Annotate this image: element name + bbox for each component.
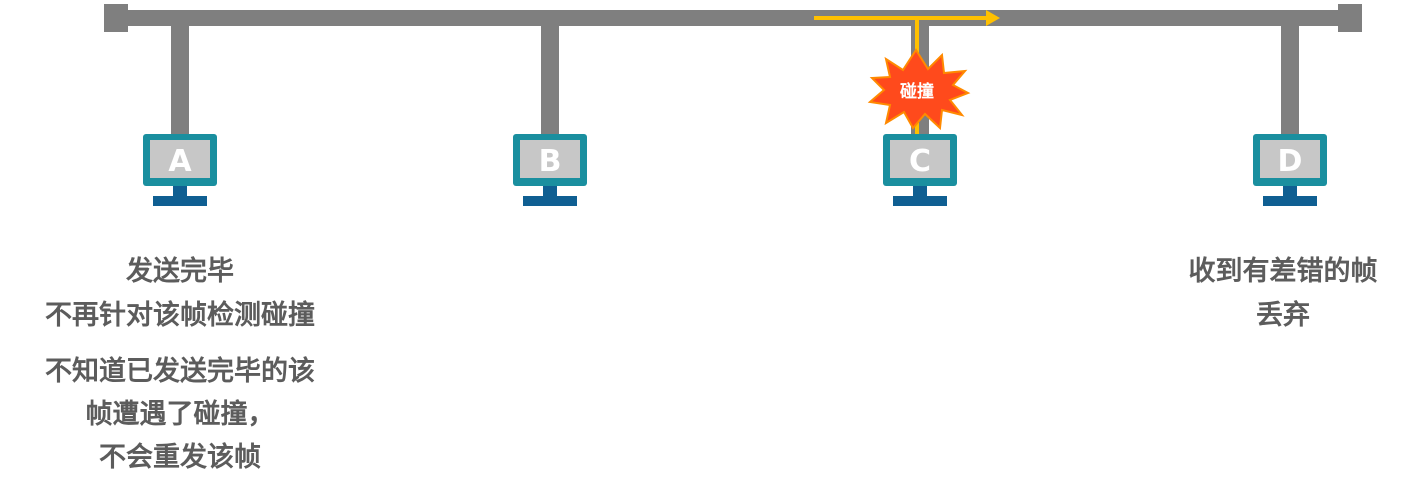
host-c-label: C (909, 144, 931, 179)
caption-line: 不知道已发送完毕的该 (45, 356, 315, 387)
collision-burst: 碰撞 (867, 48, 971, 131)
caption-line: 帧遭遇了碰撞， (85, 399, 275, 430)
host-d-computer-icon: D (1253, 134, 1327, 206)
drop-cable-a (171, 26, 189, 134)
drop-cable-b (541, 26, 559, 134)
host-a-computer-icon: A (143, 134, 217, 206)
caption-line: 不再针对该帧检测碰撞 (45, 300, 315, 331)
host-b-computer-icon: B (513, 134, 587, 206)
caption-line: 收到有差错的帧 (1188, 256, 1378, 287)
bus-terminator-left (104, 4, 128, 32)
host-a-done-caption: 发送完毕 不再针对该帧检测碰撞 (0, 258, 360, 329)
host-b-label: B (539, 144, 562, 179)
bus-line (104, 10, 1359, 26)
network-bus-diagram: 碰撞 A B C D (104, 4, 1362, 206)
host-a-unaware-caption: 不知道已发送完毕的该 帧遭遇了碰撞， 不会重发该帧 (0, 358, 360, 471)
host-d-label: D (1278, 144, 1303, 179)
drop-cable-d (1281, 26, 1299, 134)
caption-line: 不会重发该帧 (99, 442, 261, 473)
collision-label: 碰撞 (900, 81, 934, 102)
caption-line: 丢弃 (1256, 300, 1310, 331)
host-d-caption: 收到有差错的帧 丢弃 (1150, 258, 1416, 329)
bus-terminator-right (1338, 4, 1362, 32)
host-a-label: A (168, 144, 192, 179)
caption-line: 发送完毕 (126, 256, 234, 287)
host-c-computer-icon: C (883, 134, 957, 206)
